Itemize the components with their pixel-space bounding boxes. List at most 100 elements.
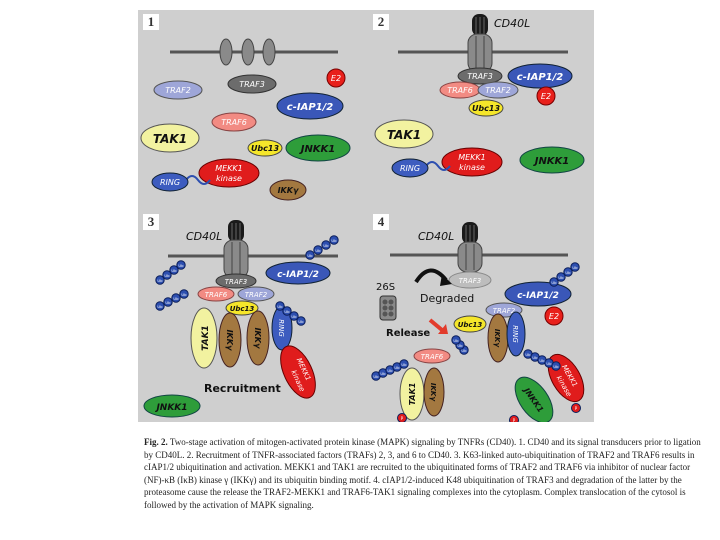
ubiquitin-bead-label: Ub [525,352,531,357]
svg-text:Ubc13: Ubc13 [472,104,501,113]
tak1: TAK1 [400,368,424,420]
jnkk1: JNKK1 [286,135,350,161]
ubiquitin-bead-label: Ub [558,275,564,280]
panel-number: 1 [143,14,159,30]
tak1: TAK1 [141,124,199,152]
cd40l-label: CD40L [186,230,222,243]
svg-text:TRAF3: TRAF3 [459,277,481,285]
ubiquitin-bead-label: Ub [178,263,184,268]
ubiquitin-bead-label: Ub [165,300,171,305]
svg-text:E2: E2 [541,92,551,101]
ubiquitin-bead-label: Ub [331,238,337,243]
caption-lead: Fig. 2. [144,437,168,447]
ubiquitin-bead-label: Ub [181,292,187,297]
ubiquitin-bead-label: Ub [401,362,407,367]
panel-number: 4 [373,214,389,230]
svg-text:TRAF6: TRAF6 [447,86,473,95]
ubiquitin-bead-label: Ub [572,265,578,270]
svg-text:TAK1: TAK1 [201,325,211,351]
cd40l-ligand [228,220,244,242]
ubiquitin-bead-label: Ub [453,338,459,343]
svg-text:JNKK1: JNKK1 [154,403,187,413]
svg-text:c-IAP1/2: c-IAP1/2 [517,291,559,301]
ubiquitin-bead-label: Ub [171,268,177,273]
cd40-receptor-trimer [458,242,482,272]
svg-text:JNKK1: JNKK1 [299,144,336,155]
cd40-receptor-trimer [224,240,248,278]
svg-text:TRAF2: TRAF2 [165,86,191,95]
ubiquitin-bead-label: Ub [553,364,559,369]
ciap: c-IAP1/2 [505,282,571,306]
svg-text:IKKγ: IKKγ [225,330,234,351]
traf2: TRAF2 [154,81,202,99]
traf6: TRAF6 [440,82,480,98]
ubiquitin-bead-label: Ub [291,314,297,319]
svg-text:IKKγ: IKKγ [493,329,501,348]
cd40-receptor-trimer [468,34,492,72]
jnkk1: JNKK1 [520,147,584,173]
ubiquitin-bead-label: Ub [380,371,386,376]
traf3: TRAF3 [216,274,256,288]
ubiquitin-bead-label: Ub [532,355,538,360]
ciap: c-IAP1/2 [277,93,343,119]
svg-text:RING: RING [277,319,285,337]
panel-4-diagram: CD40L TRAF3 26S [368,210,594,422]
cd40l-label: CD40L [494,17,530,30]
svg-text:RING: RING [160,178,180,187]
svg-text:TAK1: TAK1 [387,128,421,142]
svg-text:Ubc13: Ubc13 [251,144,280,153]
caption-body: Two-stage activation of mitogen-activate… [144,437,701,510]
ubc13: Ubc13 [454,316,486,332]
svg-text:RING: RING [511,325,519,343]
ciap: c-IAP1/2 [266,262,330,284]
svg-text:kinase: kinase [216,174,242,183]
traf6: TRAF6 [212,113,256,131]
traf2: TRAF2 [238,287,274,301]
ubiquitin-bead-label: Ub [157,278,163,283]
ubiquitin-bead-label: Ub [157,304,163,309]
svg-text:MEKK1: MEKK1 [458,153,486,162]
svg-text:TAK1: TAK1 [408,383,417,406]
traf3: TRAF3 [449,272,491,288]
panel-3: 3 CD40L TRAF3 c-IAP1/2 [138,210,364,422]
e2: E2 [537,87,555,105]
panel-2-diagram: CD40L TRAF3 TRAF6 TRAF2 c-IAP1/2 [368,10,594,206]
svg-text:TRAF6: TRAF6 [421,353,444,361]
proteasome-icon [380,296,396,320]
tak1: TAK1 [191,308,217,368]
svg-text:TRAF2: TRAF2 [485,86,511,95]
svg-text:RING: RING [400,164,420,173]
svg-text:Ubc13: Ubc13 [458,321,483,329]
cd40l-ligand [472,14,488,36]
tak1: TAK1 [375,120,433,148]
ring: RING [507,312,525,356]
ring: RING [392,159,450,177]
traf6: TRAF6 [414,349,450,363]
ubiquitin-bead-label: Ub [546,361,552,366]
ubiquitin-bead-label: Ub [315,248,321,253]
panel-1: 1 TRAF2 TRAF3 E2 c-IAP1/2 [138,10,364,206]
ikky: IKKγ [219,313,241,367]
ubiquitin-bead-label: Ub [551,280,557,285]
ubiquitin-bead-label: Ub [373,374,379,379]
cd40l-ligand [462,222,478,244]
e2: E2 [327,69,345,87]
cd40-receptor [220,39,232,65]
svg-text:TAK1: TAK1 [153,132,187,146]
svg-text:c-IAP1/2: c-IAP1/2 [277,270,319,280]
proteasome-label: 26S [376,282,395,293]
ubiquitin-bead-label: Ub [394,365,400,370]
ciap: c-IAP1/2 [508,64,572,88]
svg-text:IKKγ: IKKγ [253,328,262,349]
cd40-receptor [263,39,275,65]
mekk1-kinase: MEKK1 kinase [442,148,502,176]
svg-text:TRAF3: TRAF3 [239,80,265,89]
panel-1-diagram: TRAF2 TRAF3 E2 c-IAP1/2 TRAF6 TAK1 [138,10,364,206]
recruitment-label: Recruitment [204,382,281,395]
cd40-receptor [242,39,254,65]
svg-text:Ubc13: Ubc13 [230,305,255,313]
svg-text:TRAF3: TRAF3 [467,72,493,81]
ubc13: Ubc13 [248,140,282,156]
panel-number: 3 [143,214,159,230]
panel-4: 4 CD40L TRAF3 26S [368,210,594,422]
